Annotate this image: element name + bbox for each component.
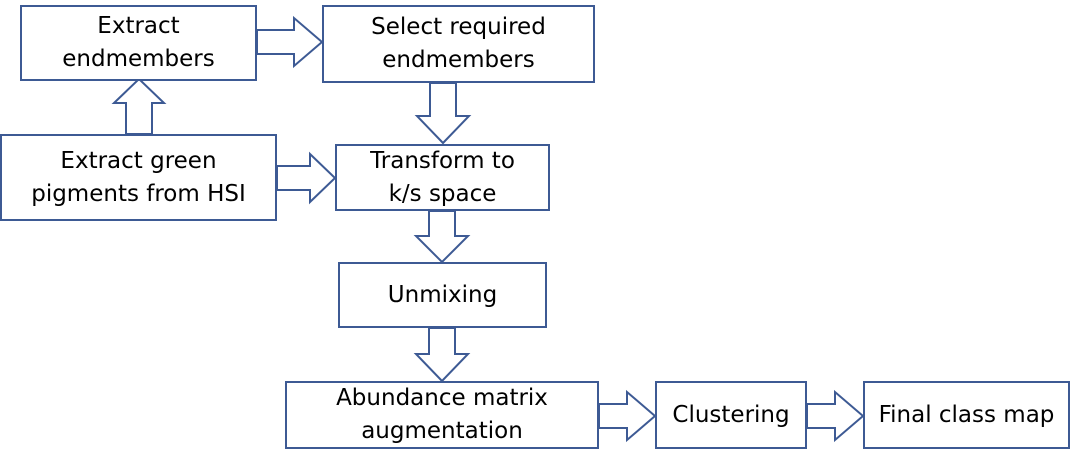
arrow-green-to-transform — [276, 151, 337, 205]
node-transform-ks-space: Transform to k/s space — [335, 144, 550, 211]
node-clustering: Clustering — [655, 381, 807, 449]
node-extract-endmembers: Extract endmembers — [20, 5, 257, 81]
node-extract-green-pigments: Extract green pigments from HSI — [0, 134, 277, 221]
arrow-unmixing-to-abundance — [413, 327, 471, 383]
node-abundance-augmentation: Abundance matrix augmentation — [285, 381, 599, 449]
arrow-abundance-to-clustering — [598, 389, 657, 443]
node-unmixing: Unmixing — [338, 262, 547, 328]
arrow-extract-to-select — [256, 15, 324, 69]
node-final-class-map: Final class map — [863, 381, 1070, 449]
node-select-endmembers: Select required endmembers — [322, 5, 595, 83]
arrow-select-to-transform — [414, 82, 472, 145]
arrow-transform-to-unmixing — [413, 210, 471, 264]
arrow-green-to-extract — [111, 77, 167, 135]
arrow-clustering-to-final — [806, 389, 865, 443]
